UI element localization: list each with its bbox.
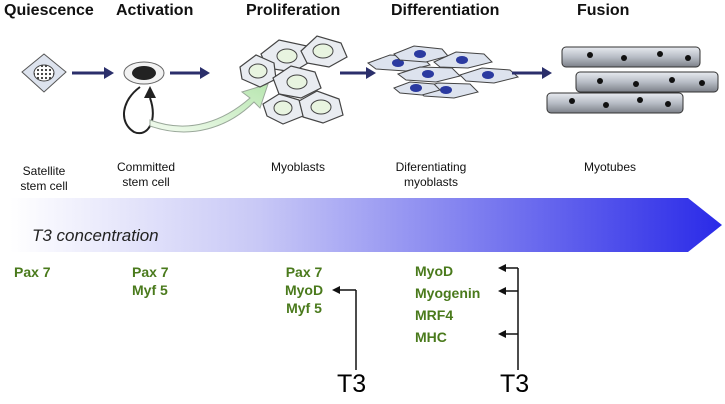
self-renewal-arrow-icon [123, 86, 156, 135]
caption-myoblasts: Myoblasts [270, 160, 326, 174]
markers-differentiation: MyoD Myogenin MRF4 MHC [415, 260, 480, 348]
caption-committed-stem-cell: Committed stem cell [116, 160, 175, 189]
proliferation-arrow-icon [149, 83, 269, 133]
caption-myotubes: Myotubes [583, 160, 637, 174]
differentiating-myoblasts-icon [366, 45, 520, 99]
marker-item: MRF4 [415, 307, 454, 323]
stage-title-activation: Activation [116, 2, 194, 19]
t3-concentration-gradient-bar [10, 198, 722, 252]
marker-item: Pax 7 [132, 264, 169, 280]
marker-item: MHC [415, 329, 447, 345]
caption-satellite-stem-cell: Satellite stem cell [20, 164, 68, 193]
marker-item: MyoD [415, 263, 454, 279]
t3-bracket-right [498, 264, 519, 370]
t3-concentration-label: T3 concentration [32, 226, 159, 245]
marker-item: Myogenin [415, 285, 481, 301]
stage-arrow-icon [170, 67, 210, 79]
stage-arrow-icon [72, 67, 114, 79]
committed-cell-icon [123, 61, 165, 85]
myotubes-icon [546, 46, 719, 114]
markers-activation: Pax 7 Myf 5 [132, 263, 169, 299]
marker-item: Pax 7 [285, 264, 323, 280]
quiescent-cell-icon [21, 53, 67, 93]
arrowhead-icon [498, 287, 506, 295]
caption-differentiating-myoblasts: Diferentiating myoblasts [395, 160, 467, 189]
myoblasts-cluster-icon [239, 35, 348, 125]
arrowhead-icon [498, 330, 506, 338]
t3-label-differentiation: T3 [500, 370, 530, 398]
marker-item: Pax 7 [14, 264, 51, 280]
stage-arrow-icon [512, 67, 552, 79]
t3-label-proliferation: T3 [337, 370, 367, 398]
stage-arrow-icon [340, 67, 376, 79]
arrowhead-icon [498, 264, 506, 272]
stage-title-fusion: Fusion [577, 2, 630, 19]
stage-title-differentiation: Differentiation [391, 2, 500, 19]
marker-item: Myf 5 [132, 282, 168, 298]
arrowhead-icon [332, 286, 340, 294]
marker-item: Myf 5 [286, 300, 322, 316]
marker-item: MyoD [284, 282, 324, 298]
stage-title-quiescence: Quiescence [4, 2, 94, 19]
t3-bracket-left [332, 286, 357, 370]
stage-title-proliferation: Proliferation [246, 2, 341, 19]
markers-proliferation: Pax 7 MyoD Myf 5 [279, 263, 329, 317]
markers-quiescence: Pax 7 [14, 263, 51, 281]
